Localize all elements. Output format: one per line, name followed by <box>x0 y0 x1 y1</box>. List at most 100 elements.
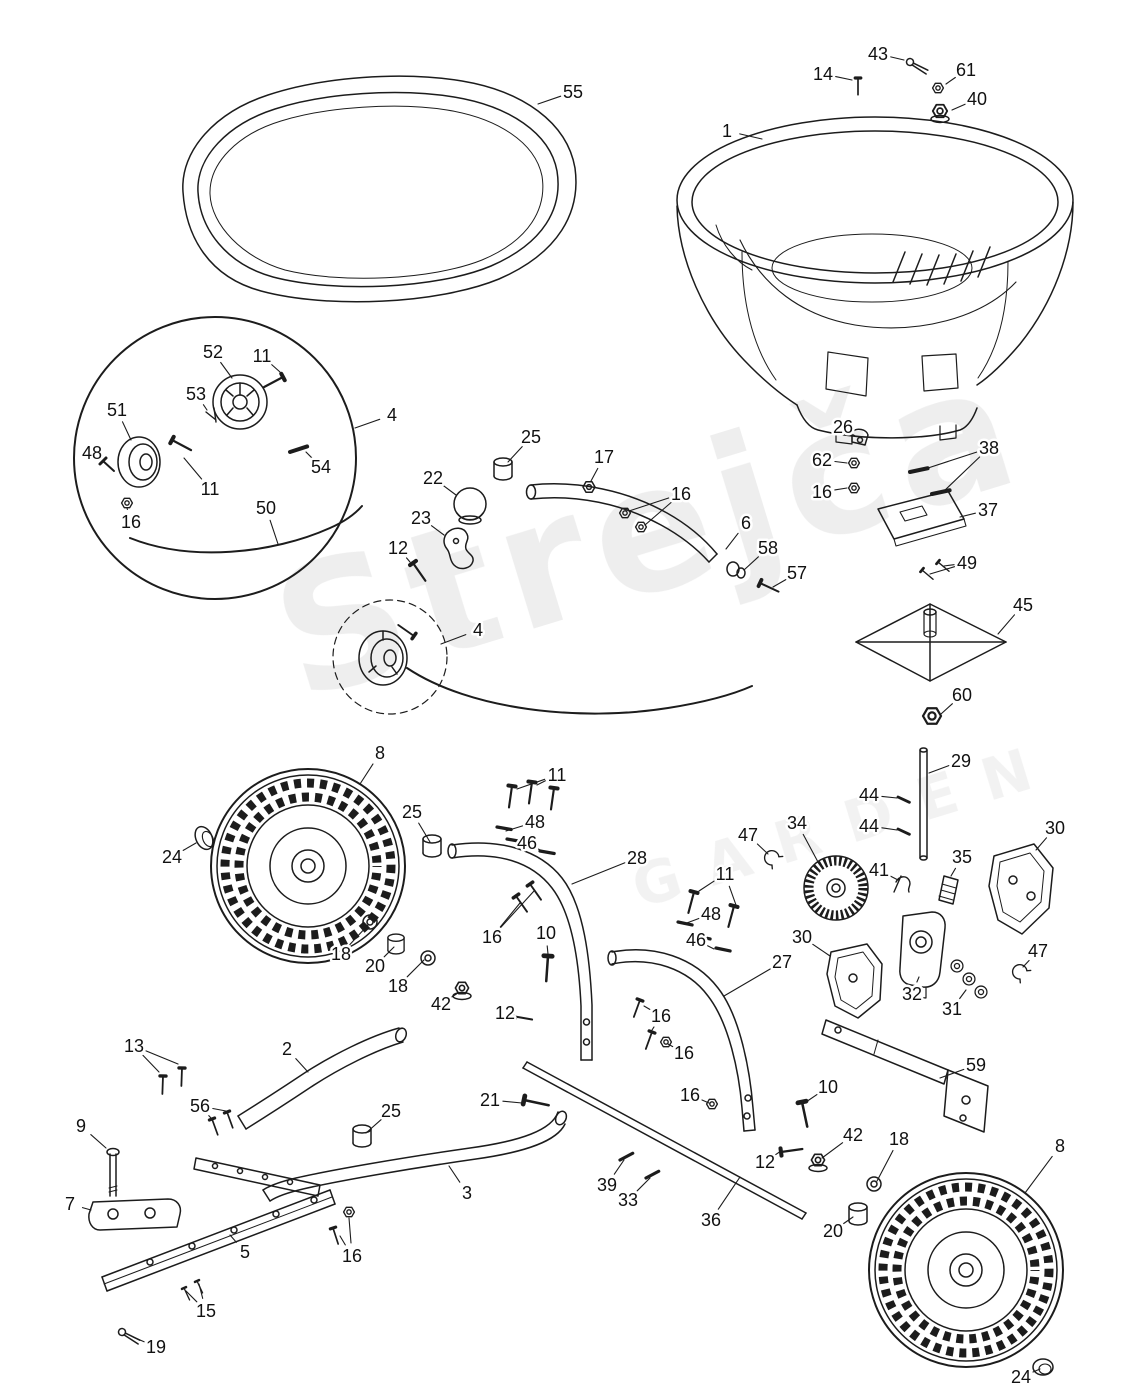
leader-line-9 <box>90 1134 107 1149</box>
part-callout-49: 49 <box>957 553 977 573</box>
leader-line-46 <box>707 945 715 950</box>
leader-line-45 <box>997 614 1016 635</box>
leader-line-34 <box>802 833 819 863</box>
leader-line-24 <box>182 842 197 851</box>
part-callout-31: 31 <box>942 999 962 1019</box>
leader-line-48 <box>505 825 524 832</box>
washer-part <box>974 985 988 999</box>
part-callout-44: 44 <box>859 785 879 805</box>
washer-part <box>962 972 976 986</box>
hardware-top <box>853 57 950 124</box>
leader-line-2 <box>295 1058 309 1073</box>
part-callout-17: 17 <box>594 447 614 467</box>
watermark: Strejča GARDEN <box>253 322 1066 921</box>
clip-part <box>1008 960 1032 984</box>
leader-line-21 <box>502 1100 523 1104</box>
frame-assembly <box>88 1027 882 1345</box>
leader-line-13 <box>145 1050 179 1065</box>
part-callout-26: 26 <box>833 417 853 437</box>
part-callout-16: 16 <box>651 1006 671 1026</box>
gearbox-assembly <box>760 843 1054 1133</box>
leader-line-47 <box>756 843 769 855</box>
leader-line-57 <box>772 579 787 588</box>
nut-part <box>705 1098 719 1110</box>
part-callout-2: 2 <box>282 1039 292 1059</box>
leader-line-25 <box>507 446 523 463</box>
part-callout-59: 59 <box>966 1055 986 1075</box>
leader-line-4 <box>354 418 381 429</box>
part-callout-18: 18 <box>331 944 351 964</box>
part-callout-40: 40 <box>967 89 987 109</box>
leader-line-28 <box>571 862 626 885</box>
part-callout-44: 44 <box>859 816 879 836</box>
leader-line-25 <box>365 1119 382 1134</box>
part-callout-46: 46 <box>686 930 706 950</box>
part-callout-25: 25 <box>521 427 541 447</box>
part-callout-11: 11 <box>201 479 220 499</box>
leader-line-58 <box>743 556 759 571</box>
leader-line-16 <box>667 1043 674 1048</box>
leader-line-10 <box>805 1093 818 1103</box>
part-callout-20: 20 <box>365 956 385 976</box>
leader-line-46 <box>537 848 545 853</box>
part-callout-38: 38 <box>979 438 999 458</box>
bolt-part <box>525 880 546 904</box>
part-callout-24: 24 <box>162 847 182 867</box>
part-callout-4: 4 <box>473 620 483 640</box>
washer-part <box>420 950 436 966</box>
leader-line-12 <box>512 1016 518 1020</box>
screw-part <box>180 1285 193 1303</box>
part-callout-11: 11 <box>716 864 735 884</box>
leader-line-5 <box>229 1234 237 1243</box>
part-callout-15: 15 <box>196 1301 216 1321</box>
leader-line-23 <box>430 525 445 536</box>
part-callout-12: 12 <box>755 1152 775 1172</box>
cotter-pin-part <box>904 57 931 75</box>
leader-line-17 <box>590 467 599 482</box>
leader-line-16 <box>834 487 848 491</box>
part-callout-61: 61 <box>956 60 976 80</box>
part-callout-16: 16 <box>812 482 832 502</box>
leader-line-19 <box>132 1336 145 1343</box>
leader-line-14 <box>835 76 853 81</box>
leader-line-47 <box>1022 959 1030 968</box>
part-callout-52: 52 <box>203 342 223 362</box>
part-callout-11: 11 <box>253 346 272 366</box>
leader-line-36 <box>717 1176 741 1210</box>
leader-line-22 <box>442 485 457 496</box>
leader-line-24 <box>1032 1368 1041 1373</box>
part-callout-60: 60 <box>952 685 972 705</box>
part-callout-39: 39 <box>597 1175 617 1195</box>
part-callout-18: 18 <box>889 1129 909 1149</box>
part-callout-25: 25 <box>402 802 422 822</box>
part-callout-19: 19 <box>146 1337 166 1357</box>
part-callout-48: 48 <box>701 904 721 924</box>
leader-line-39 <box>613 1159 625 1175</box>
part-callout-16: 16 <box>342 1246 362 1266</box>
bolt-part <box>262 374 284 390</box>
bushing-part <box>352 1124 372 1148</box>
leader-line-59 <box>939 1068 965 1079</box>
leader-line-20 <box>843 1216 854 1225</box>
part-callout-30: 30 <box>1045 818 1065 838</box>
part-callout-9: 9 <box>76 1116 86 1136</box>
support-tubes <box>447 842 756 1132</box>
cotter-pin-part <box>116 1327 143 1345</box>
part-callout-12: 12 <box>388 538 408 558</box>
leader-line-13 <box>142 1054 160 1073</box>
leader-line-41 <box>889 875 899 881</box>
leader-line-48 <box>683 917 700 925</box>
part-callout-43: 43 <box>868 44 888 64</box>
pin-part <box>714 946 732 953</box>
leader-line-12 <box>775 1150 782 1156</box>
part-callout-62: 62 <box>812 450 832 470</box>
part-callout-12: 12 <box>495 1003 515 1023</box>
part-callout-32: 32 <box>902 984 922 1004</box>
part-callout-23: 23 <box>411 508 431 528</box>
leader-line-62 <box>834 460 848 464</box>
part-callout-58: 58 <box>758 538 778 558</box>
part-callout-35: 35 <box>952 847 972 867</box>
leader-line-6 <box>725 532 739 550</box>
part-callout-22: 22 <box>423 468 443 488</box>
